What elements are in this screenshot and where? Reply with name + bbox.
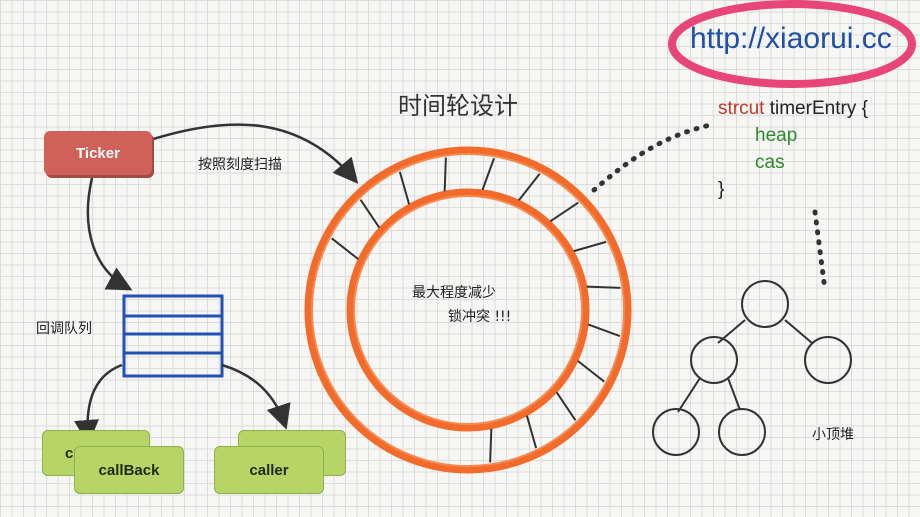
- url-highlight-ellipse: [668, 0, 916, 88]
- time-wheel: [304, 146, 632, 474]
- wheel-tick: [549, 201, 579, 223]
- struct-keyword: strcut: [718, 98, 765, 119]
- page-title: 时间轮设计: [398, 92, 518, 120]
- callback-card-front-right: caller: [214, 446, 324, 494]
- callback-queue-stack: [122, 294, 224, 378]
- field-cas: cas: [755, 152, 785, 173]
- field-heap: heap: [755, 125, 798, 146]
- wheel-tick: [586, 285, 621, 289]
- code-to-heap-dotted-line: [812, 209, 828, 293]
- struct-declaration-line: strcut timerEntry {: [718, 98, 868, 120]
- wheel-text-line1: 最大程度减少: [412, 285, 496, 301]
- queue-to-caller-arrow: [221, 363, 291, 430]
- wheel-tick: [525, 415, 538, 449]
- wheel-tick: [489, 428, 493, 463]
- wheel-tick: [443, 157, 447, 192]
- wheel-tick: [577, 360, 605, 383]
- wheel-tick: [587, 323, 621, 337]
- heap-label: 小顶堆: [812, 427, 854, 443]
- queue-to-callback-arrow: [74, 363, 123, 445]
- wheel-tick: [331, 237, 359, 260]
- callback-card-front-left: callBack: [74, 446, 184, 494]
- wheel-tick: [398, 171, 411, 205]
- struct-closing-brace: }: [718, 179, 725, 200]
- scan-label: 按照刻度扫描: [198, 157, 282, 173]
- ticker-to-queue-arrow: [86, 177, 133, 291]
- queue-label: 回调队列: [36, 321, 92, 337]
- wheel-text-line2: 锁冲突 !!!: [448, 309, 512, 325]
- wheel-tick: [555, 391, 577, 421]
- min-heap-tree: [652, 280, 852, 456]
- wheel-tick: [573, 240, 607, 253]
- url-text[interactable]: http://xiaorui.cc: [690, 22, 892, 55]
- ticker-to-wheel-arrow: [149, 123, 359, 184]
- wheel-tick: [359, 199, 381, 229]
- wheel-tick: [518, 173, 541, 201]
- struct-name: timerEntry {: [769, 98, 868, 119]
- wheel-tick: [481, 157, 495, 191]
- ticker-box: Ticker: [44, 131, 152, 175]
- code-to-wheel-dotted-line: [591, 122, 713, 193]
